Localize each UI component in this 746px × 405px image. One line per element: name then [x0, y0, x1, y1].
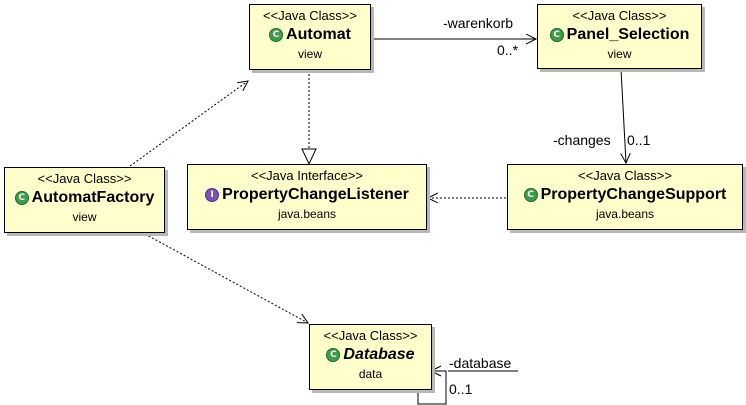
- class-automat-factory[interactable]: <<Java Class>> C AutomatFactory view: [4, 167, 165, 233]
- class-automat[interactable]: <<Java Class>> C Automat view: [249, 4, 371, 70]
- package-label: view: [72, 210, 97, 224]
- stereotype-label: <<Java Class>>: [37, 171, 132, 186]
- class-name: C AutomatFactory: [5, 188, 164, 208]
- realization-arrowhead: [301, 148, 317, 166]
- package-label: java.beans: [595, 207, 655, 221]
- stereotype-label: <<Java Class>>: [323, 328, 418, 343]
- association-database-self: [417, 370, 447, 405]
- role-label-changes: -changes: [553, 132, 611, 148]
- abstract-class-icon: C: [326, 348, 341, 362]
- class-panel-selection[interactable]: <<Java Class>> C Panel_Selection view: [537, 4, 702, 69]
- multiplicity-label-database: 0..1: [449, 381, 473, 397]
- class-icon: C: [14, 191, 29, 205]
- role-label-database: -database: [449, 355, 512, 371]
- interface-property-change-listener[interactable]: <<Java Interface>> I PropertyChangeListe…: [187, 164, 427, 230]
- package-label: java.beans: [277, 207, 337, 221]
- class-name: C Database: [310, 345, 431, 365]
- package-label: view: [297, 47, 322, 61]
- class-property-change-support[interactable]: <<Java Class>> C PropertyChangeSupport j…: [507, 164, 743, 230]
- class-name: C Automat: [250, 25, 370, 45]
- multiplicity-label-warenkorb: 0..*: [497, 42, 519, 58]
- package-label: data: [358, 367, 383, 381]
- multiplicity-label-changes: 0..1: [627, 132, 651, 148]
- role-label-warenkorb: -warenkorb: [443, 15, 514, 31]
- stereotype-label: <<Java Class>>: [263, 8, 357, 23]
- stereotype-label: <<Java Class>>: [572, 8, 667, 23]
- package-label: view: [607, 47, 632, 61]
- stereotype-label: <<Java Class>>: [578, 168, 672, 183]
- class-icon: C: [549, 28, 564, 42]
- stereotype-label: <<Java Interface>>: [250, 168, 364, 183]
- class-name: C PropertyChangeSupport: [508, 185, 742, 205]
- dependency-factory-database: [144, 233, 308, 323]
- dependency-factory-automat: [129, 81, 248, 167]
- class-icon: C: [269, 28, 284, 42]
- class-name: C Panel_Selection: [538, 25, 701, 45]
- association-changes: [621, 68, 626, 163]
- class-database[interactable]: <<Java Class>> C Database data: [309, 324, 432, 390]
- interface-icon: I: [205, 188, 220, 202]
- class-icon: C: [523, 188, 538, 202]
- class-name: I PropertyChangeListener: [188, 185, 426, 205]
